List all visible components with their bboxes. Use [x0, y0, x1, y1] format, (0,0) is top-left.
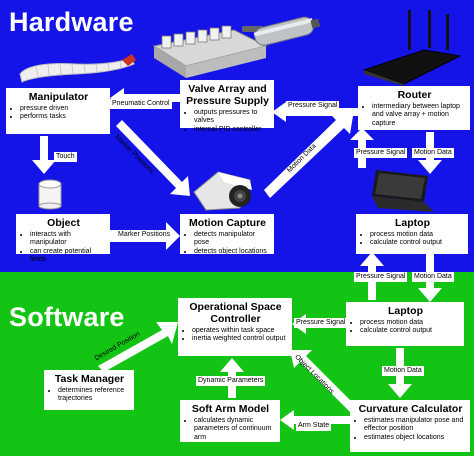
label-pressure-signal-router: Pressure Signal	[354, 148, 408, 158]
task-manager-item: determines reference trajectories	[58, 387, 130, 404]
manipulator-title: Manipulator	[28, 91, 89, 103]
label-marker-positions: Marker Positions	[116, 230, 173, 240]
laptop-hw-box: Laptop process motion data calculate con…	[356, 214, 468, 254]
label-pressure-signal-hw: Pressure Signal	[286, 101, 340, 111]
label-motion-data-sw: Motion Data	[382, 366, 424, 376]
laptop-hw-title: Laptop	[395, 217, 430, 229]
manipulator-item: pressure driven	[20, 105, 106, 113]
hardware-title: Hardware	[9, 7, 134, 37]
valve-array-image	[152, 25, 268, 78]
operational-space-title: Operational Space Controller	[189, 301, 282, 325]
object-box: Object interacts with manipulator can cr…	[16, 214, 110, 263]
router-image	[362, 10, 462, 86]
soft-arm-list: calculates dynamic parameters of continu…	[185, 417, 276, 442]
valve-array-item: outputs pressures to valves	[194, 109, 270, 126]
router-list: intermediary between laptop and valve ar…	[363, 103, 466, 128]
valve-array-title: Valve Array and Pressure Supply	[186, 83, 269, 107]
pressure-tank-image	[253, 16, 321, 46]
label-touch: Touch	[54, 152, 77, 162]
label-dynamic-parameters: Dynamic Parameters	[196, 376, 266, 386]
operational-space-box: Operational Space Controller operates wi…	[178, 298, 292, 356]
curvature-item: estimates manipulator pose and effector …	[364, 417, 466, 434]
curvature-box: Curvature Calculator estimates manipulat…	[350, 400, 470, 452]
task-manager-list: determines reference trajectories	[49, 387, 130, 404]
laptop-sw-list: process motion data calculate control ou…	[351, 319, 460, 336]
object-item: interacts with manipulator	[30, 231, 106, 248]
label-motion-data-router: Motion Data	[412, 148, 454, 158]
motion-capture-box: Motion Capture detects manipulator pose …	[180, 214, 274, 256]
object-title: Object	[47, 217, 80, 229]
manipulator-box: Manipulator pressure driven performs tas…	[6, 88, 110, 134]
curvature-title: Curvature Calculator	[358, 403, 463, 415]
laptop-sw-box: Laptop process motion data calculate con…	[346, 302, 464, 346]
soft-arm-title: Soft Arm Model	[191, 403, 270, 415]
motion-capture-item: detects manipulator pose	[194, 231, 270, 248]
curvature-item: estimates object locations	[364, 434, 466, 442]
label-pressure-signal-mid: Pressure Signal	[354, 272, 408, 282]
manipulator-item: performs tasks	[20, 113, 106, 121]
laptop-sw-item: calculate control output	[360, 327, 460, 335]
motion-capture-item: detects object locations	[194, 248, 270, 256]
valve-array-list: outputs pressures to valves internal PID…	[185, 109, 270, 134]
router-item: intermediary between laptop and valve ar…	[372, 103, 466, 128]
operational-space-list: operates within task space inertia weigh…	[183, 327, 288, 344]
task-manager-title: Task Manager	[54, 373, 125, 385]
motion-capture-camera-image	[193, 171, 252, 211]
task-manager-box: Task Manager determines reference trajec…	[44, 370, 134, 410]
arrow-pressure-signal-hw	[272, 102, 358, 122]
arrow-object-locations	[290, 350, 358, 414]
label-motion-data-mid: Motion Data	[412, 272, 454, 282]
laptop-hw-item: calculate control output	[370, 239, 464, 247]
arrow-arm-state	[280, 410, 350, 430]
manipulator-list: pressure driven performs tasks	[11, 105, 106, 122]
label-arm-state: Arm State	[296, 421, 332, 431]
valve-array-box: Valve Array and Pressure Supply outputs …	[180, 80, 274, 133]
laptop-hw-list: process motion data calculate control ou…	[361, 231, 464, 248]
arrow-pneumatic-control	[110, 88, 180, 108]
arrow-touch	[32, 136, 56, 174]
motion-capture-title: Motion Capture	[189, 217, 266, 229]
laptop-image	[372, 170, 434, 212]
laptop-sw-title: Laptop	[388, 305, 423, 317]
software-title: Software	[9, 302, 125, 332]
arrow-motion-data-diag	[264, 110, 354, 198]
router-title: Router	[397, 89, 432, 101]
label-pneumatic-control: Pneumatic Control	[110, 99, 172, 109]
laptop-sw-item: process motion data	[360, 319, 460, 327]
soft-arm-item: calculates dynamic parameters of continu…	[194, 417, 276, 442]
arrow-marker-diag	[116, 120, 190, 196]
valve-array-item: internal PID controller	[194, 126, 270, 134]
object-item: can create potential fields	[30, 248, 106, 265]
label-pressure-signal-sw: Pressure Signal	[294, 318, 348, 328]
soft-manipulator-image	[19, 54, 136, 83]
operational-space-item: operates within task space	[192, 327, 288, 335]
object-list: interacts with manipulator can create po…	[21, 231, 106, 265]
router-box: Router intermediary between laptop and v…	[358, 86, 470, 130]
soft-arm-box: Soft Arm Model calculates dynamic parame…	[180, 400, 280, 442]
object-cylinder-image	[38, 179, 62, 210]
curvature-list: estimates manipulator pose and effector …	[355, 417, 466, 442]
laptop-hw-item: process motion data	[370, 231, 464, 239]
motion-capture-list: detects manipulator pose detects object …	[185, 231, 270, 256]
operational-space-item: inertia weighted control output	[192, 335, 288, 343]
arrow-desired-position	[98, 322, 178, 372]
